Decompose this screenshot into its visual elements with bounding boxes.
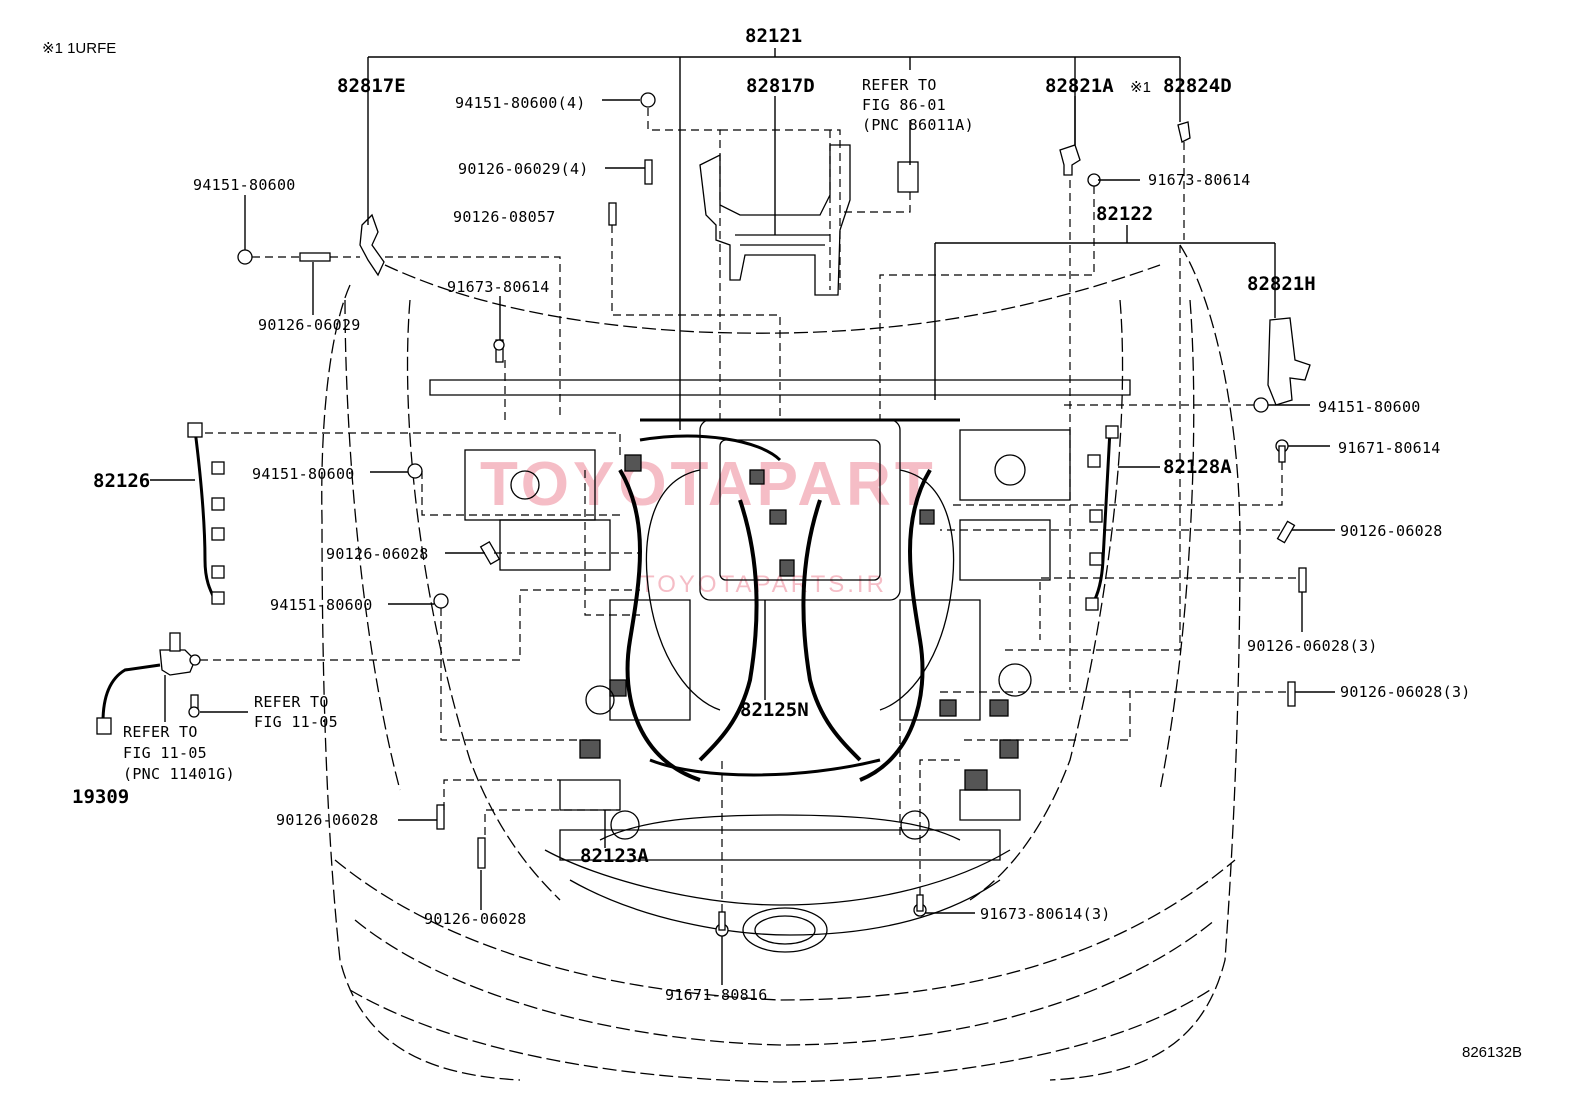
label-82817E: 82817E [337, 75, 406, 97]
label-82821A: 82821A [1045, 75, 1114, 97]
diagram-id: 826132B [1462, 1044, 1522, 1061]
clip-82824D [1177, 121, 1191, 143]
watermark-subtext: TOYOTAPARTS.IR [640, 571, 887, 598]
dashed-connection-lines [200, 108, 1296, 912]
connector-82821H [1267, 317, 1311, 406]
label-90126-06028-mid: 90126-06028 [326, 545, 429, 563]
ref-fig86-line1: REFER TO [862, 76, 937, 94]
labels: ※1 1URFE 82121 82817E 82817D 82821A ※1 8… [42, 25, 1522, 1061]
label-90126-08057: 90126-08057 [453, 208, 556, 226]
label-94151-80600-top: 94151-80600 [193, 176, 296, 194]
ref-fig11-right-line2: FIG 11-05 [254, 713, 338, 731]
label-91673-80614-3: 91673-80614(3) [980, 905, 1111, 923]
label-90126-06029-4: 90126-06029(4) [458, 160, 589, 178]
label-90126-06028-right: 90126-06028 [1340, 522, 1443, 540]
label-90126-06028-3-upper: 90126-06028(3) [1247, 637, 1378, 655]
label-90126-06028-lower-left: 90126-06028 [276, 811, 379, 829]
label-94151-80600-mid: 94151-80600 [252, 465, 355, 483]
label-94151-80600-low: 94151-80600 [270, 596, 373, 614]
label-82824D: 82824D [1163, 75, 1232, 97]
label-82126: 82126 [93, 470, 150, 492]
label-90126-06028-bottom: 90126-06028 [424, 910, 527, 928]
ref-fig11-left-line1: REFER TO [123, 723, 198, 741]
engine-note: ※1 1URFE [42, 40, 116, 57]
label-90126-06028-3-lower: 90126-06028(3) [1340, 683, 1471, 701]
label-82821H: 82821H [1247, 273, 1316, 295]
label-82128A: 82128A [1163, 456, 1232, 478]
ref-fig86-line3: (PNC 86011A) [862, 116, 974, 134]
label-82122: 82122 [1096, 203, 1153, 225]
leader-lines [150, 48, 1335, 985]
label-82125N: 82125N [740, 699, 809, 721]
label-94151-80600-right: 94151-80600 [1318, 398, 1421, 416]
label-91671-80816: 91671-80816 [665, 986, 768, 1004]
label-82824D-mark: ※1 [1130, 79, 1151, 96]
label-91673-80614-left: 91673-80614 [447, 278, 550, 296]
ref-fig11-right-line1: REFER TO [254, 693, 329, 711]
ref-fig11-left-line2: FIG 11-05 [123, 744, 207, 762]
watermark-text: TOYOTAPART [480, 450, 937, 519]
label-94151-80600-4: 94151-80600(4) [455, 94, 586, 112]
label-91671-80614: 91671-80614 [1338, 439, 1441, 457]
label-82817D: 82817D [746, 75, 815, 97]
label-82123A: 82123A [580, 845, 649, 867]
clip-82817E [359, 213, 385, 277]
ref-fig11-left-line3: (PNC 11401G) [123, 765, 235, 783]
ref-fig86-line2: FIG 86-01 [862, 96, 946, 114]
label-82121: 82121 [745, 25, 802, 47]
label-91673-80614-right: 91673-80614 [1148, 171, 1251, 189]
label-19309: 19309 [72, 786, 129, 808]
vehicle-body-outline [321, 244, 1241, 1083]
label-90126-06029: 90126-06029 [258, 316, 361, 334]
engine-assembly [464, 418, 1071, 840]
connector-86011A [897, 161, 919, 193]
connector-82821A [1059, 144, 1081, 176]
